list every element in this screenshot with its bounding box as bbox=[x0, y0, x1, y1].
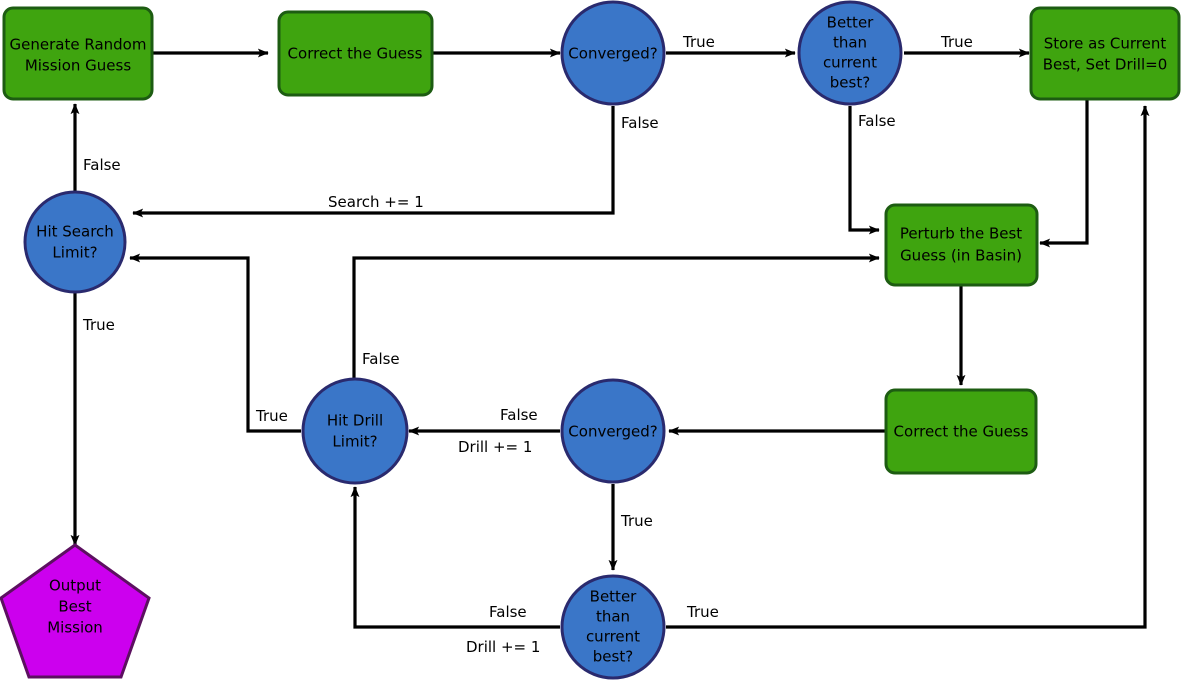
edge-label-better-bot-true: True bbox=[686, 603, 719, 621]
node-store-best-line-0: Store as Current bbox=[1044, 35, 1167, 53]
edge-label-converged-top-false: False bbox=[621, 114, 659, 132]
node-converged-bottom[interactable]: Converged? bbox=[560, 378, 666, 484]
node-hit-drill-line-0: Hit Drill bbox=[327, 412, 383, 430]
node-better-top-line-0: Better bbox=[827, 14, 875, 32]
node-store-best-shape[interactable] bbox=[1029, 6, 1181, 101]
node-hit-search-limit[interactable]: Hit Search Limit? bbox=[23, 190, 127, 294]
edge-label-converged-top-true: True bbox=[682, 33, 715, 51]
node-correct-the-guess-bottom[interactable]: Correct the Guess bbox=[884, 388, 1038, 475]
node-correct-top-shape[interactable] bbox=[277, 10, 434, 97]
node-better-bot-line-2: current bbox=[586, 628, 640, 646]
node-generate-shape[interactable] bbox=[2, 6, 154, 101]
edge-hit-drill-false-to-perturb bbox=[352, 253, 880, 378]
edge-label-better-top-false: False bbox=[858, 112, 896, 130]
node-perturb-shape[interactable] bbox=[884, 203, 1039, 287]
node-better-bot-shape[interactable] bbox=[560, 574, 666, 680]
node-correct-top-line-0: Correct the Guess bbox=[288, 45, 423, 63]
node-perturb-the-best-guess[interactable]: Perturb the Best Guess (in Basin) bbox=[884, 203, 1039, 287]
node-converged-top[interactable]: Converged? bbox=[560, 0, 666, 106]
node-hit-search-line-1: Limit? bbox=[52, 244, 97, 262]
node-correct-bottom-line-0: Correct the Guess bbox=[894, 423, 1029, 441]
node-hit-search-line-0: Hit Search bbox=[36, 223, 114, 241]
edge-better-top-false-to-perturb bbox=[848, 106, 880, 235]
node-output-shape[interactable] bbox=[0, 543, 151, 679]
node-hit-search-shape[interactable] bbox=[23, 190, 127, 294]
edge-label-better-top-true: True bbox=[940, 33, 973, 51]
edge-label-hit-drill-true: True bbox=[255, 407, 288, 425]
node-correct-bottom-shape[interactable] bbox=[884, 388, 1038, 475]
node-better-than-current-best-top[interactable]: Better than current best? bbox=[797, 0, 903, 106]
edge-better-bot-true-to-store bbox=[666, 105, 1150, 629]
node-store-best-line-1: Best, Set Drill=0 bbox=[1043, 56, 1167, 74]
node-hit-drill-line-1: Limit? bbox=[332, 433, 377, 451]
node-output-line-0: Output bbox=[49, 577, 101, 595]
node-output-best-mission[interactable]: Output Best Mission bbox=[0, 543, 151, 679]
node-perturb-line-0: Perturb the Best bbox=[900, 225, 1022, 243]
edge-label-better-bot-drill: Drill += 1 bbox=[466, 638, 540, 656]
node-generate-random-mission-guess[interactable]: Generate Random Mission Guess bbox=[2, 6, 154, 101]
node-store-as-current-best[interactable]: Store as Current Best, Set Drill=0 bbox=[1029, 6, 1181, 101]
node-perturb-line-1: Guess (in Basin) bbox=[900, 247, 1022, 265]
node-output-line-2: Mission bbox=[47, 619, 103, 637]
node-generate-line-1: Mission Guess bbox=[25, 57, 132, 75]
edge-label-converged-bot-false: False bbox=[500, 406, 538, 424]
node-better-than-current-best-bottom[interactable]: Better than current best? bbox=[560, 574, 666, 680]
node-converged-bot-line-0: Converged? bbox=[568, 423, 657, 441]
node-converged-top-shape[interactable] bbox=[560, 0, 666, 106]
edge-label-better-bot-false: False bbox=[489, 603, 527, 621]
node-better-top-line-2: current bbox=[823, 54, 877, 72]
edge-converged-top-false-to-hit-search bbox=[132, 106, 615, 218]
node-better-top-line-1: than bbox=[833, 34, 867, 52]
node-better-top-line-3: best? bbox=[830, 74, 870, 92]
edge-label-hit-drill-false: False bbox=[362, 350, 400, 368]
edge-better-bot-false-to-hit-drill bbox=[350, 486, 560, 629]
node-converged-top-line-0: Converged? bbox=[568, 45, 657, 63]
node-correct-the-guess-top[interactable]: Correct the Guess bbox=[277, 10, 434, 97]
node-hit-drill-shape[interactable] bbox=[301, 377, 409, 485]
edge-store-to-perturb bbox=[1039, 99, 1089, 248]
node-better-top-shape[interactable] bbox=[797, 0, 903, 106]
edge-label-converged-bot-drill: Drill += 1 bbox=[458, 438, 532, 456]
node-better-bot-line-3: best? bbox=[593, 648, 633, 666]
node-generate-line-0: Generate Random bbox=[10, 36, 147, 54]
edge-label-hit-search-false: False bbox=[83, 156, 121, 174]
edges-layer bbox=[70, 48, 1150, 629]
node-converged-bot-shape[interactable] bbox=[560, 378, 666, 484]
edge-label-search-increment: Search += 1 bbox=[328, 193, 424, 211]
node-better-bot-line-1: than bbox=[596, 608, 630, 626]
edge-label-converged-bot-true: True bbox=[620, 512, 653, 530]
node-hit-drill-limit[interactable]: Hit Drill Limit? bbox=[301, 377, 409, 485]
edge-hit-drill-true-to-hit-search bbox=[129, 253, 301, 433]
node-output-line-1: Best bbox=[58, 598, 91, 616]
node-better-bot-line-0: Better bbox=[590, 588, 638, 606]
edge-label-hit-search-true: True bbox=[82, 316, 115, 334]
edge-labels-layer: True False True False Search += 1 False … bbox=[82, 33, 973, 656]
